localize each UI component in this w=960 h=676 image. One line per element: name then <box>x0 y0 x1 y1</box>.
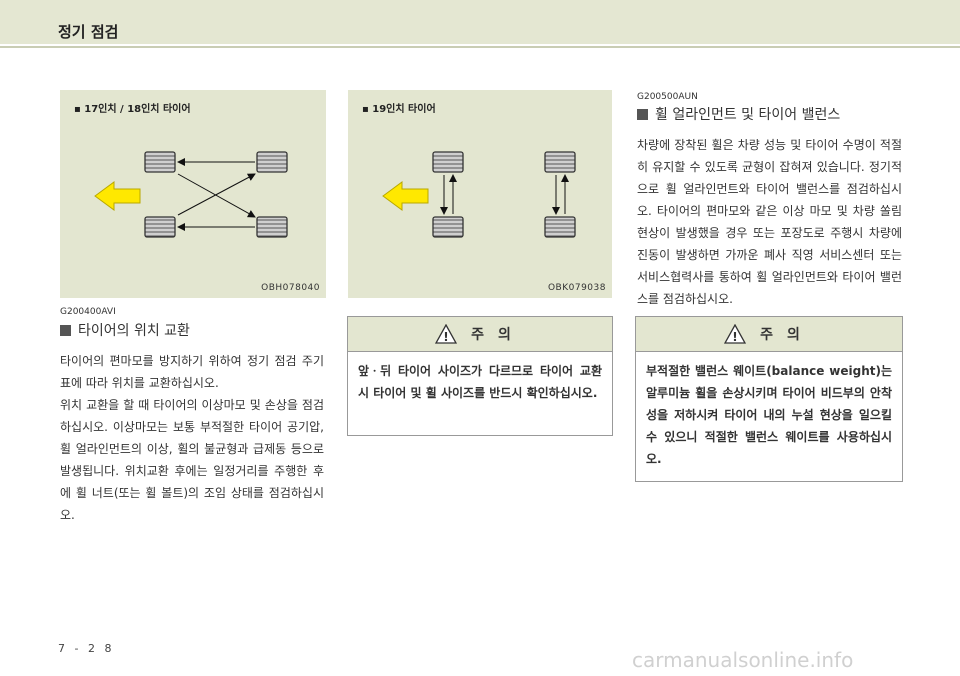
tire-rear-left <box>144 216 176 238</box>
caution-box-tire-size: ! 주의 앞ㆍ뒤 타이어 사이즈가 다르므로 타이어 교환 시 타이어 및 휠 … <box>347 316 613 436</box>
page-number: 7 - 2 8 <box>58 642 115 655</box>
tire-front-right <box>544 151 576 173</box>
rotation-diagram-cross <box>94 151 288 238</box>
direction-arrow-icon <box>382 181 429 211</box>
header-band <box>0 0 960 44</box>
warning-triangle-icon: ! <box>435 324 458 344</box>
paragraph: 타이어의 편마모를 방지하기 위하여 정기 점검 주기표에 따라 위치를 교환하… <box>60 354 324 390</box>
rotation-diagram-vertical <box>382 151 576 238</box>
section-title-wheel-alignment: 휠 얼라인먼트 및 타이어 밸런스 <box>637 104 840 124</box>
figure-caption: ▪ 19인치 타이어 <box>362 104 436 115</box>
svg-text:!: ! <box>443 330 448 344</box>
section-title-text: 휠 얼라인먼트 및 타이어 밸런스 <box>655 107 841 123</box>
figure-code: OBK079038 <box>547 283 606 293</box>
tire-front-left <box>432 151 464 173</box>
section-body-wheel-alignment: 차량에 장착된 휠은 차량 성능 및 타이어 수명이 적절히 유지할 수 있도록… <box>637 134 902 310</box>
svg-text:!: ! <box>732 330 737 344</box>
figure-caption: ▪ 17인치 / 18인치 타이어 <box>74 104 191 115</box>
section-title-text: 타이어의 위치 교환 <box>78 323 190 339</box>
warning-triangle-icon: ! <box>724 324 747 344</box>
section-title-tire-rotation: 타이어의 위치 교환 <box>60 320 190 340</box>
tire-front-right <box>256 151 288 173</box>
tire-rear-left <box>432 216 464 238</box>
paragraph: 위치 교환을 할 때 타이어의 이상마모 및 손상을 점검하십시오. 이상마모는… <box>60 398 324 522</box>
section-code: G200500AUN <box>637 92 698 102</box>
square-bullet-icon <box>637 109 648 120</box>
caution-text: 부적절한 밸런스 웨이트(balance weight)는 알루미늄 휠을 손상… <box>646 364 892 466</box>
tire-rear-right <box>256 216 288 238</box>
caution-text: 앞ㆍ뒤 타이어 사이즈가 다르므로 타이어 교환 시 타이어 및 휠 사이즈를 … <box>358 364 602 400</box>
direction-arrow-icon <box>94 181 141 211</box>
caution-header: ! 주의 <box>636 317 902 352</box>
section-code: G200400AVI <box>60 307 116 317</box>
figure-17-18-inch-rotation: ▪ 17인치 / 18인치 타이어 OBH078040 <box>60 90 326 298</box>
tire-front-left <box>144 151 176 173</box>
page-header-title: 정기 점검 <box>58 23 119 41</box>
caution-label: 주의 <box>471 327 525 343</box>
square-bullet-icon <box>60 325 71 336</box>
header-rule <box>0 46 960 48</box>
figure-19-inch-rotation: ▪ 19인치 타이어 OBK079038 <box>348 90 612 298</box>
watermark-text: carmanualsonline.info <box>632 648 854 672</box>
caution-label: 주의 <box>760 327 814 343</box>
figure-code: OBH078040 <box>261 283 320 293</box>
paragraph: 차량에 장착된 휠은 차량 성능 및 타이어 수명이 적절히 유지할 수 있도록… <box>637 138 902 306</box>
caution-header: ! 주의 <box>348 317 612 352</box>
section-body-tire-rotation: 타이어의 편마모를 방지하기 위하여 정기 점검 주기표에 따라 위치를 교환하… <box>60 350 324 526</box>
tire-rear-right <box>544 216 576 238</box>
caution-box-balance-weight: ! 주의 부적절한 밸런스 웨이트(balance weight)는 알루미늄 … <box>635 316 903 482</box>
